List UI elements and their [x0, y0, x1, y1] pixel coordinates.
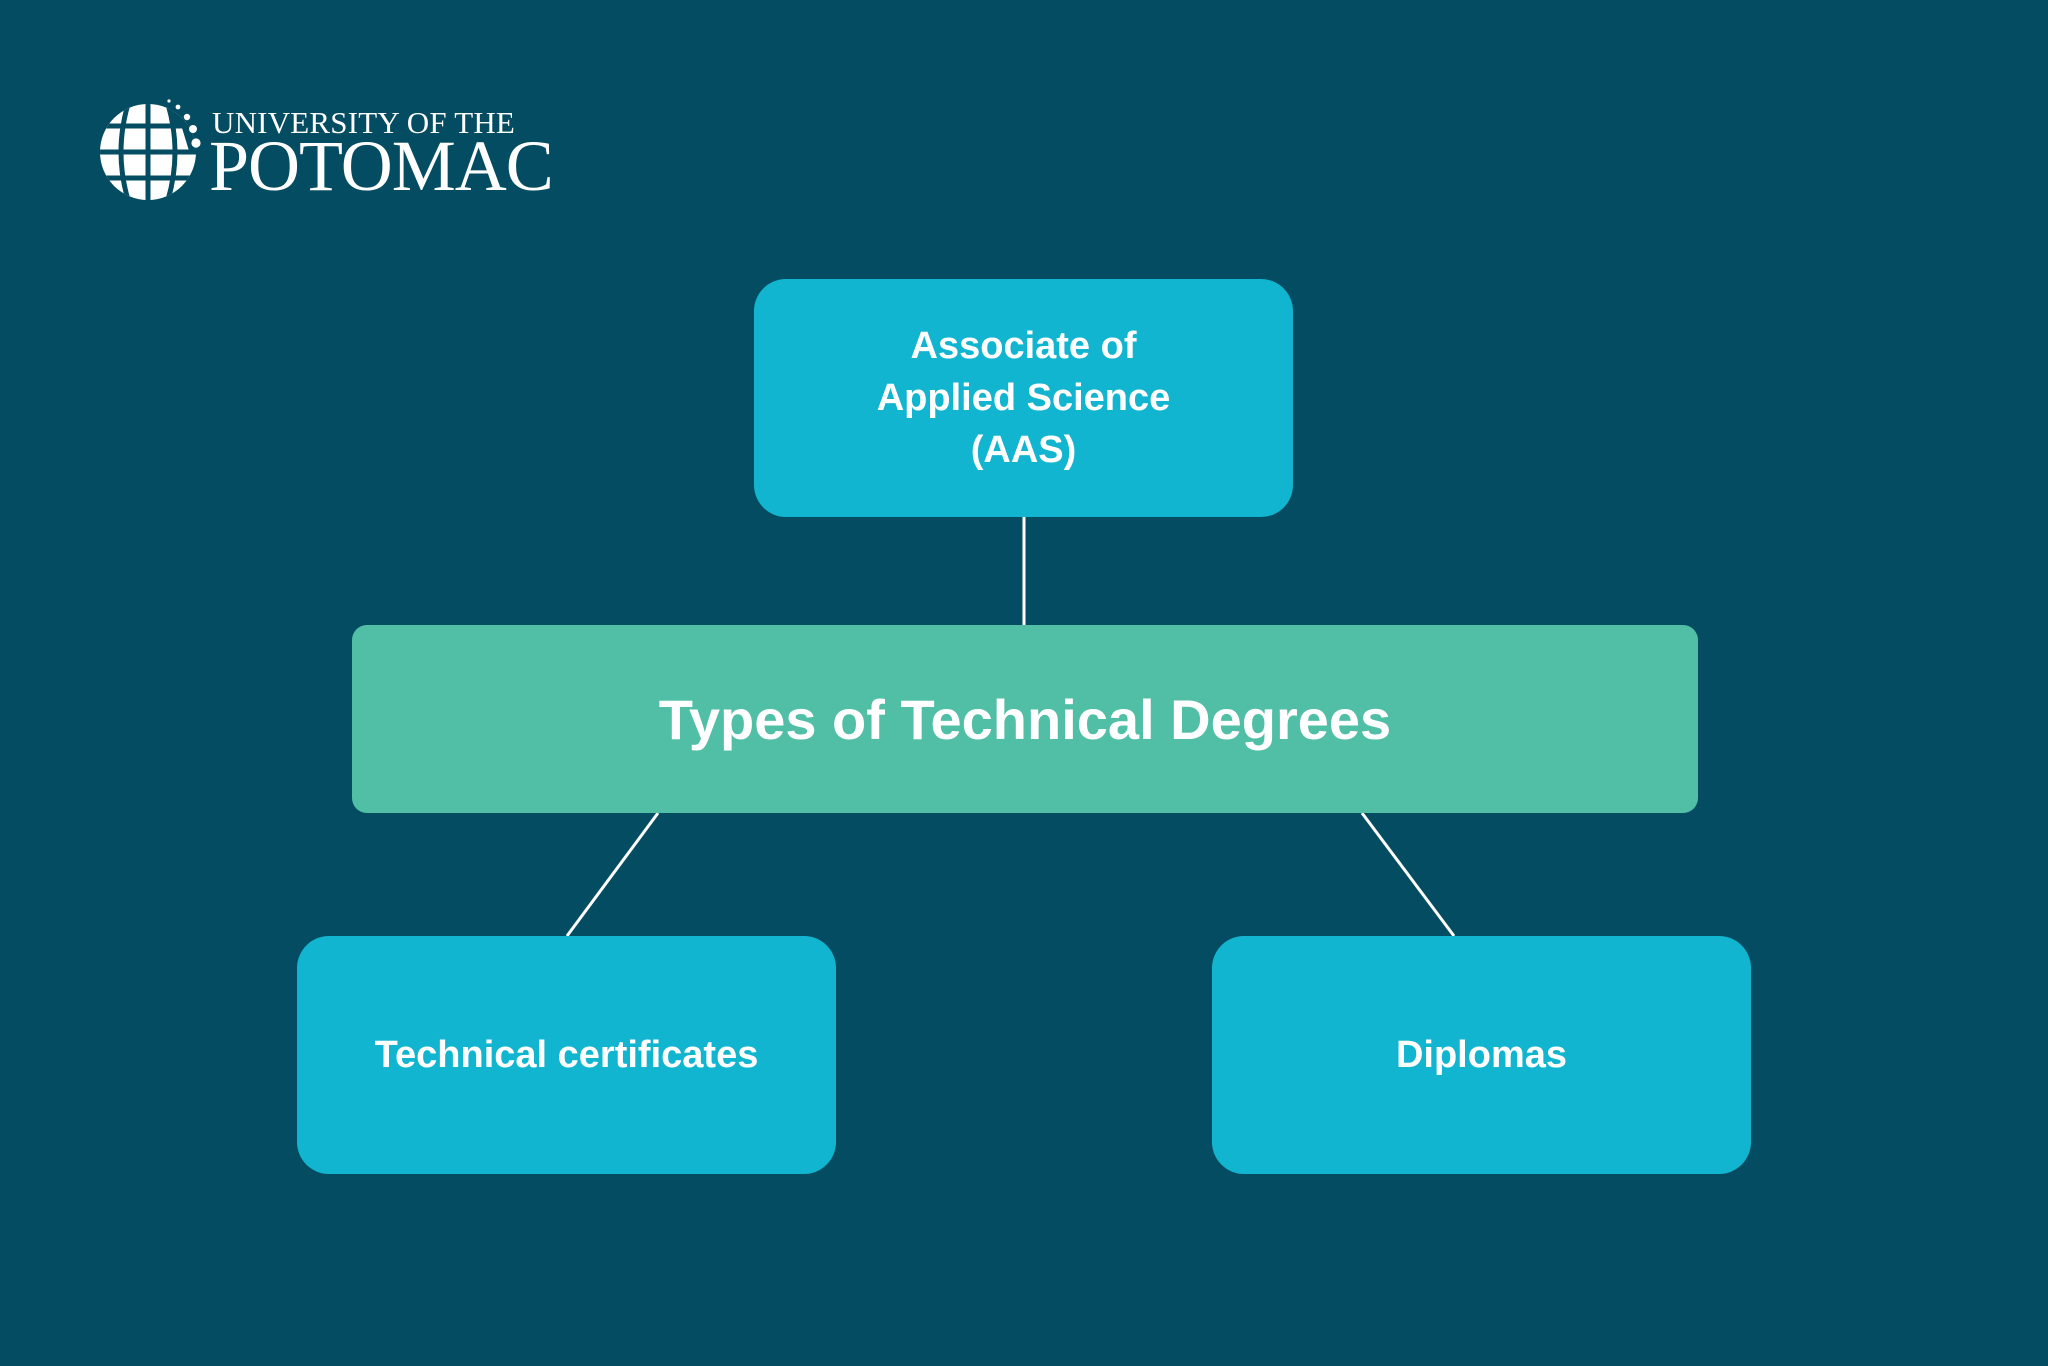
- globe-icon: [100, 99, 201, 200]
- logo-text-line1: UNIVERSITY OF THE: [212, 105, 516, 140]
- node-diplomas: Diplomas: [1212, 936, 1751, 1174]
- node-label: Diplomas: [1395, 1034, 1568, 1076]
- university-logo: UNIVERSITY OF THE POTOMAC: [98, 98, 598, 204]
- node-label: Associate of Applied Science (AAS): [876, 325, 1171, 471]
- connector-left: [565, 812, 660, 937]
- node-label: Technical certificates: [374, 1034, 759, 1076]
- logo-text-line2: POTOMAC: [209, 126, 554, 206]
- root-node-label: Types of Technical Degrees: [658, 687, 1392, 751]
- connector-right: [1360, 812, 1456, 937]
- node-technical-certificates: Technical certificates: [297, 936, 836, 1174]
- node-types-of-technical-degrees: Types of Technical Degrees: [352, 625, 1698, 813]
- node-associate-of-applied-science: Associate of Applied Science (AAS): [754, 279, 1293, 517]
